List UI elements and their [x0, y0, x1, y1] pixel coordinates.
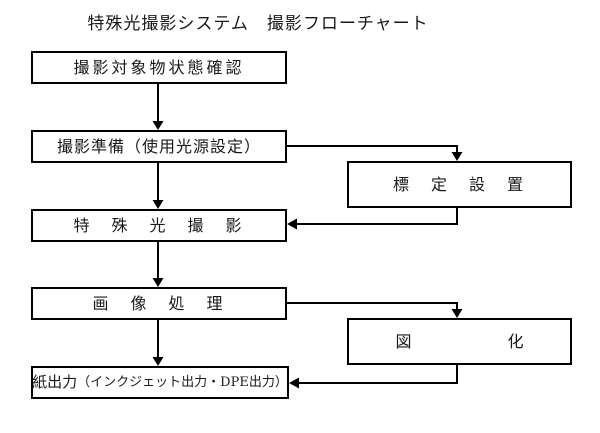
flow-step-image-processing: 画 像 処 理: [31, 287, 287, 320]
flow-step-label: 画 像 処 理: [92, 293, 226, 313]
flow-step-sublabel: （インクジェット出力・DPE出力）: [77, 375, 288, 390]
flow-step-label: 標 定 設 置: [392, 174, 526, 194]
flow-step-label: 紙出力: [32, 373, 78, 391]
flow-step-paper-output: 紙出力（インクジェット出力・DPE出力）: [31, 366, 289, 399]
arrow-side2-to-step5: [289, 365, 458, 389]
arrow-side1-to-step3: [287, 208, 458, 230]
arrow-step2-to-side1: [287, 145, 463, 161]
flow-step-mapping: 図 化: [347, 318, 572, 365]
flow-step-label: 撮影準備（使用光源設定）: [56, 136, 261, 156]
flow-step-subject-state-check: 撮影対象物状態確認: [31, 51, 287, 84]
flow-step-special-light-shooting: 特 殊 光 撮 影: [31, 209, 287, 242]
arrow-step4-to-step5: [152, 320, 164, 366]
flow-step-orientation-setup: 標 定 設 置: [347, 161, 572, 208]
arrow-step4-to-side2: [287, 302, 463, 318]
arrow-step3-to-step4: [152, 242, 164, 287]
flow-step-label: 撮影対象物状態確認: [73, 57, 245, 77]
flow-step-label: 図 化: [395, 331, 524, 351]
page-title: 特殊光撮影システム 撮影フローチャート: [87, 14, 429, 34]
flow-step-label: 特 殊 光 撮 影: [73, 215, 245, 235]
flow-step-shoot-preparation: 撮影準備（使用光源設定）: [31, 130, 287, 163]
arrow-step2-to-step3: [152, 163, 164, 209]
arrow-step1-to-step2: [152, 84, 164, 130]
